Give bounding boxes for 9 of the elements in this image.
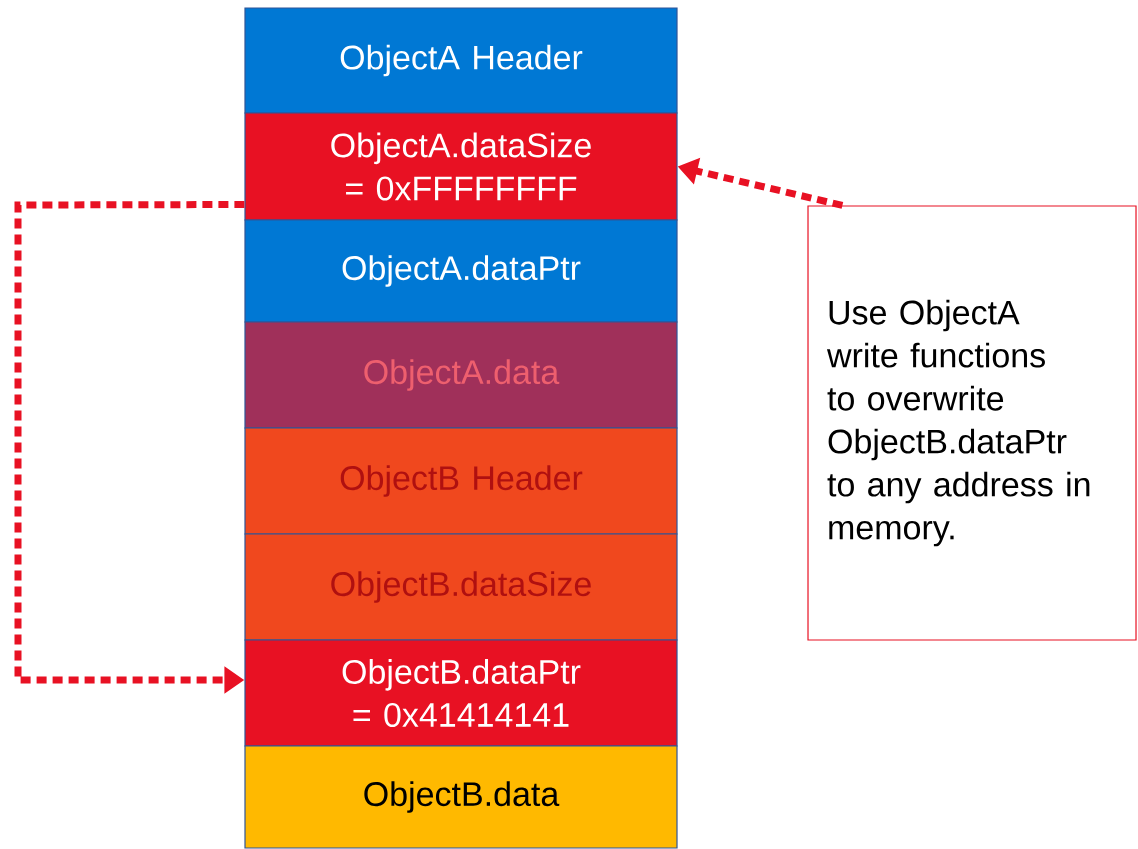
memory-block: ObjectB Header	[244, 427, 678, 535]
memory-block: ObjectB.data	[244, 745, 678, 849]
memory-block: ObjectA.dataPtr	[244, 219, 678, 323]
memory-block: ObjectB.dataSize	[244, 533, 678, 641]
memory-block: ObjectA Header	[244, 7, 678, 114]
note-box: Use ObjectA write functions to overwrite ObjectB.dataPtr to any address in memory.	[807, 205, 1137, 641]
memory-block: ObjectB.dataPtr = 0x41414141	[244, 639, 678, 747]
memory-block: ObjectA.data	[244, 321, 678, 429]
memory-block: ObjectA.dataSize = 0xFFFFFFFF	[244, 112, 678, 221]
